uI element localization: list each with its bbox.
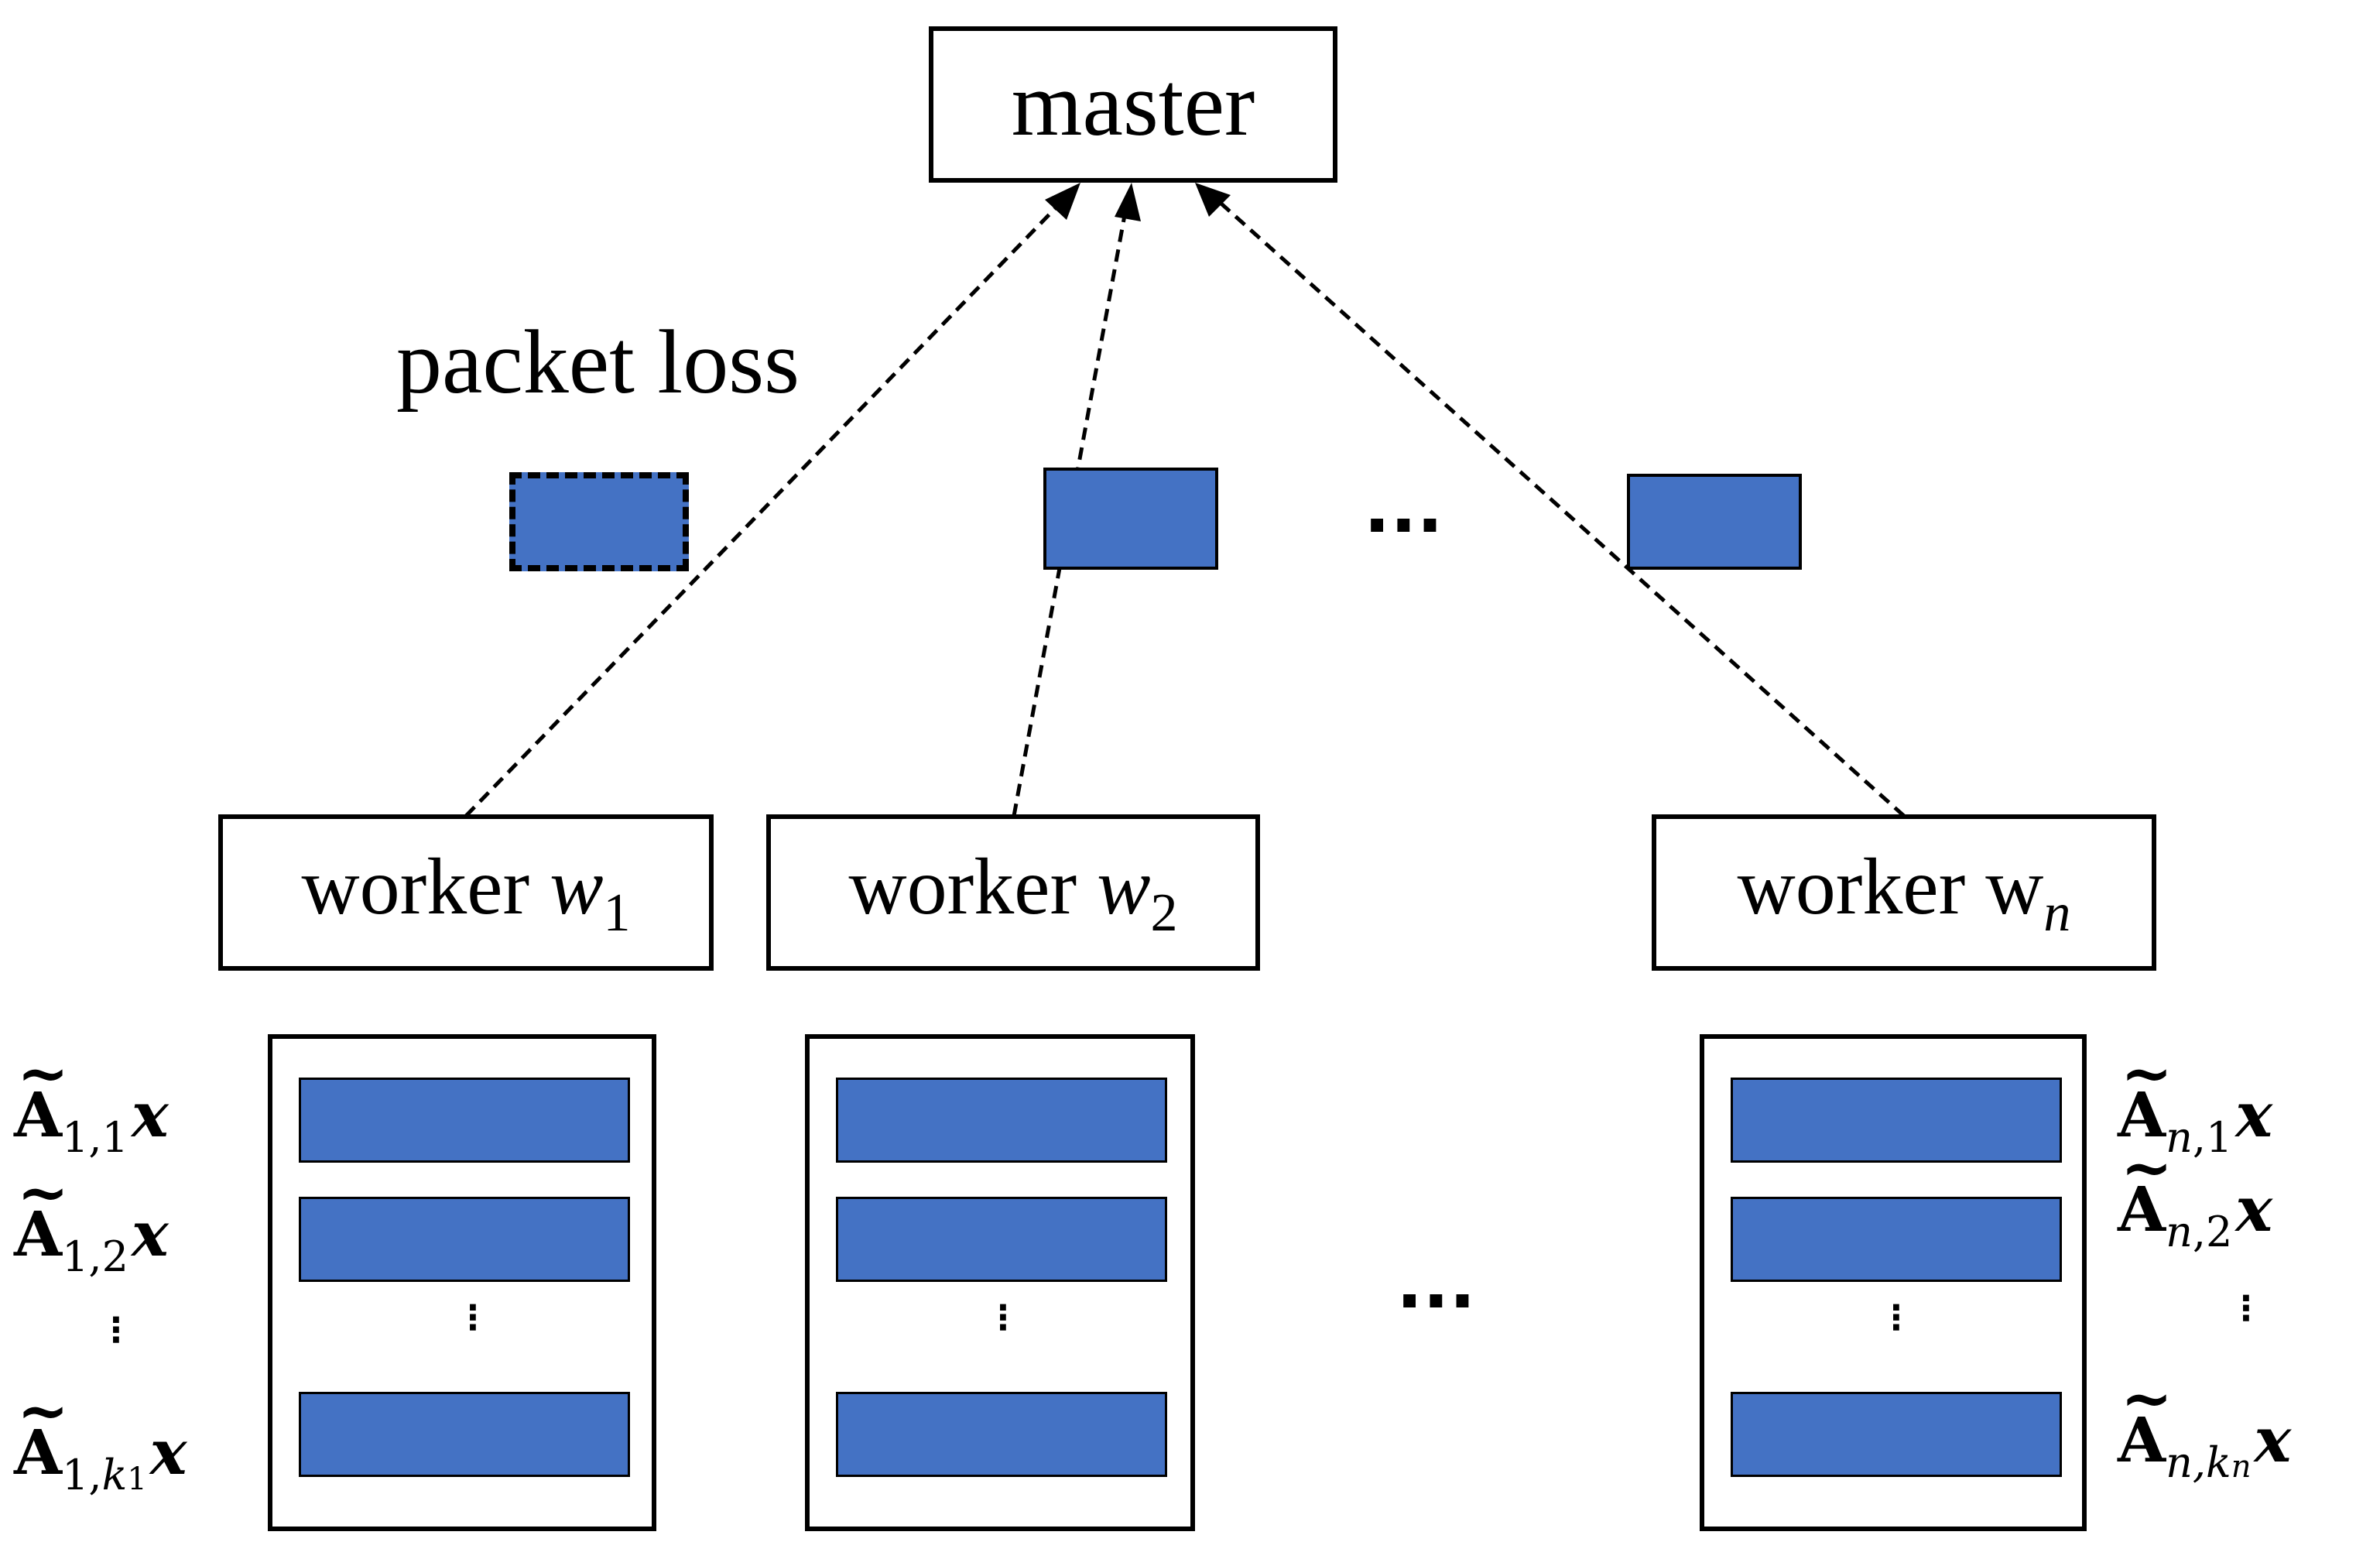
worker-n-task-stack: ⋮ [1700, 1034, 2087, 1531]
task-block [1731, 1197, 2062, 1282]
left-label-k: A1,k1x [14, 1379, 187, 1496]
worker-node-1: worker w1 [218, 814, 714, 971]
vertical-ellipsis: ⋮ [986, 1298, 1020, 1338]
task-block [1731, 1392, 2062, 1477]
worker-n-label: worker wn [1737, 842, 2071, 943]
task-block [836, 1078, 1167, 1163]
vertical-ellipsis: ⋮ [456, 1298, 490, 1338]
left-vertical-ellipsis: ⋮ [99, 1311, 133, 1350]
worker-node-2: worker w2 [766, 814, 1260, 971]
arrowhead-workern [1195, 183, 1231, 217]
packet-loss-label: packet loss [396, 311, 800, 413]
task-block [299, 1078, 630, 1163]
right-label-1: An,1x [2118, 1042, 2272, 1159]
worker-node-n: worker wn [1652, 814, 2156, 971]
worker-2-label: worker w2 [848, 842, 1178, 943]
left-label-2: A1,2x [14, 1161, 169, 1278]
arrowhead-worker2 [1115, 183, 1141, 221]
worker-ellipsis: ... [1396, 1243, 1476, 1324]
task-block [836, 1197, 1167, 1282]
lost-packet [509, 472, 689, 571]
task-block [299, 1197, 630, 1282]
edge-worker1-to-master [464, 194, 1070, 817]
packet-worker2 [1043, 468, 1218, 570]
worker-1-task-stack: ⋮ [268, 1034, 656, 1531]
task-block [299, 1392, 630, 1477]
arrowhead-worker1 [1045, 183, 1080, 220]
master-label: master [1011, 53, 1255, 155]
task-block [1731, 1078, 2062, 1163]
worker-1-label: worker w1 [301, 842, 631, 943]
left-label-1: A1,1x [14, 1042, 169, 1159]
vertical-ellipsis: ⋮ [1879, 1298, 1913, 1338]
right-vertical-ellipsis: ⋮ [2229, 1289, 2263, 1328]
edge-workern-to-master [1214, 197, 1906, 817]
right-label-k: An,knx [2118, 1367, 2291, 1484]
right-label-2: An,2x [2118, 1136, 2272, 1253]
packet-ellipsis: ... [1364, 468, 1443, 549]
task-block [836, 1392, 1167, 1477]
packet-workern [1627, 474, 1802, 570]
worker-2-task-stack: ⋮ [805, 1034, 1195, 1531]
master-node: master [929, 26, 1337, 183]
